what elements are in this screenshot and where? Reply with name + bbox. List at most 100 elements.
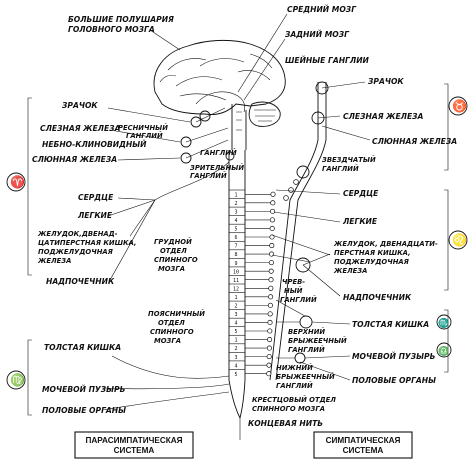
zodiac-taurus-icon: ♉ bbox=[452, 99, 467, 113]
segment-label: 3 bbox=[234, 355, 237, 361]
segment-label: 11 bbox=[233, 278, 239, 284]
segment-label: 3 bbox=[234, 210, 237, 216]
symp-salivary-label: СЛЮННАЯ ЖЕЛЕЗА bbox=[372, 137, 457, 146]
chain-ganglion bbox=[271, 201, 275, 205]
inf-mesenteric-label-2: БРЫЖЕЕЧНЫЙ bbox=[276, 372, 335, 381]
midbrain-label: СРЕДНИЙ МОЗГ bbox=[287, 5, 357, 14]
symp-colon-label: ТОЛСТАЯ КИШКА bbox=[352, 320, 429, 329]
segment-label: 1 bbox=[234, 338, 237, 344]
celiac-label-1: ЧРЕВ- bbox=[282, 278, 305, 286]
chain-ganglion bbox=[267, 354, 271, 358]
chain-ganglion bbox=[270, 243, 274, 247]
para-pupil-label: ЗРАЧОК bbox=[62, 101, 98, 110]
segment-label: 4 bbox=[234, 321, 237, 327]
segment-label: 12 bbox=[233, 286, 239, 292]
symp-lacrimal-label: СЛЕЗНАЯ ЖЕЛЕЗА bbox=[343, 112, 424, 121]
segment-label: 9 bbox=[234, 261, 237, 267]
segment-label: 2 bbox=[234, 346, 237, 352]
segment-label: 1 bbox=[234, 192, 237, 198]
symp-heart-label: СЕРДЦЕ bbox=[343, 189, 379, 198]
symp-bladder-label: МОЧЕВОЙ ПУЗЫРЬ bbox=[352, 352, 436, 361]
segment-label: 8 bbox=[234, 252, 237, 258]
cerebral-hemispheres-label-1: БОЛЬШИЕ ПОЛУШАРИЯ bbox=[68, 15, 174, 24]
chain-ganglion bbox=[267, 363, 271, 367]
chain-ganglion bbox=[270, 218, 274, 222]
chain-ganglion bbox=[269, 260, 273, 264]
cerebral-hemispheres-label-2: ГОЛОВНОГО МОЗГА bbox=[68, 25, 155, 34]
chain-ganglion bbox=[284, 196, 289, 201]
para-genitals-label: ПОЛОВЫЕ ОРГАНЫ bbox=[42, 406, 126, 415]
thoracic-label-3: СПИННОГО bbox=[154, 256, 198, 264]
para-adrenal-label: НАДПОЧЕЧНИК bbox=[46, 277, 115, 286]
segment-label: 1 bbox=[234, 295, 237, 301]
chain-ganglion bbox=[289, 188, 294, 193]
chain-ganglion bbox=[269, 252, 273, 256]
chain-ganglion bbox=[268, 303, 272, 307]
symp-stomach-label-1: ЖЕЛУДОК, ДВЕНАДЦАТИ- bbox=[333, 240, 438, 248]
segment-label: 6 bbox=[234, 235, 237, 241]
para-stomach-label-2: ЦАТИПЕРСТНАЯ КИШКА, bbox=[38, 239, 136, 247]
ganglion-label: ГАНГЛИЙ bbox=[200, 148, 237, 157]
thoracic-label-4: МОЗГА bbox=[158, 265, 185, 273]
sympathetic-legend-line-2: СИСТЕМА bbox=[343, 446, 384, 455]
chain-ganglion bbox=[270, 209, 274, 213]
parasympathetic-legend-line-1: ПАРАСИМПАТИЧЕСКАЯ bbox=[85, 436, 182, 445]
thoracic-label-2: ОТДЕЛ bbox=[160, 247, 187, 255]
chain-ganglion bbox=[294, 180, 299, 185]
segment-label: 5 bbox=[234, 329, 237, 335]
cervical-ganglia-label: ШЕЙНЫЕ ГАНГЛИИ bbox=[285, 56, 370, 65]
chain-ganglion bbox=[267, 372, 271, 376]
para-stomach-label-3: ПОДЖЕЛУДОЧНАЯ bbox=[38, 248, 114, 256]
stellate-label-2: ГАНГЛИЙ bbox=[322, 164, 359, 173]
otic-ganglion-label-2: ГАНГЛИЙ bbox=[190, 171, 227, 180]
para-lungs-label: ЛЕГКИЕ bbox=[77, 211, 113, 220]
symp-stomach-label-2: ПЕРСТНАЯ КИШКА, bbox=[334, 249, 411, 257]
symp-stomach-label-3: ПОДЖЕЛУДОЧНАЯ bbox=[334, 258, 410, 266]
ciliary-ganglion-label-2: ГАНГЛИЙ bbox=[126, 131, 163, 140]
hindbrain-label: ЗАДНИЙ МОЗГ bbox=[285, 30, 350, 39]
symp-lungs-label: ЛЕГКИЕ bbox=[342, 217, 378, 226]
para-stomach-label-1: ЖЕЛУДОК,ДВЕНАД- bbox=[37, 230, 118, 238]
chain-ganglion bbox=[268, 295, 272, 299]
segment-label: 2 bbox=[234, 201, 237, 207]
lumbar-label-2: ОТДЕЛ bbox=[158, 319, 185, 327]
inf-mesenteric-label-1: НИЖНИЙ bbox=[276, 363, 313, 372]
ciliary-ganglion-label-1: РЕСНИЧНЫЙ bbox=[118, 123, 168, 132]
brain-illustration bbox=[154, 40, 285, 150]
inf-mesenteric-label-3: ГАНГЛИЙ bbox=[276, 381, 313, 390]
segment-label: 4 bbox=[234, 363, 237, 369]
segment-label: 7 bbox=[234, 244, 237, 250]
sup-mesenteric-label-3: ГАНГЛИЙ bbox=[288, 345, 325, 354]
symp-adrenal-label: НАДПОЧЕЧНИК bbox=[343, 293, 412, 302]
zodiac-virgo-icon: ♍ bbox=[10, 373, 25, 387]
para-colon-label: ТОЛСТАЯ КИШКА bbox=[44, 343, 121, 352]
segment-label: 5 bbox=[234, 227, 237, 233]
zodiac-aries-icon: ♈ bbox=[10, 175, 25, 189]
symp-genitals-label: ПОЛОВЫЕ ОРГАНЫ bbox=[352, 376, 436, 385]
segment-label: 2 bbox=[234, 304, 237, 310]
chain-ganglion bbox=[267, 337, 271, 341]
chain-ganglion bbox=[270, 226, 274, 230]
sup-mesenteric-label-2: БРЫЖЕЕЧНЫЙ bbox=[288, 336, 347, 345]
zodiac-libra-icon: ♎ bbox=[438, 345, 449, 357]
otic-ganglion-label-1: ЗРИТЕЛЬНЫЙ bbox=[190, 163, 244, 172]
chain-ganglion bbox=[268, 320, 272, 324]
chain-ganglion bbox=[268, 312, 272, 316]
chain-ganglion bbox=[271, 192, 275, 196]
lumbar-label-4: МОЗГА bbox=[154, 337, 181, 345]
lumbar-label-1: ПОЯСНИЧНЫЙ bbox=[148, 309, 205, 318]
thoracic-label-1: ГРУДНОЙ bbox=[154, 237, 192, 246]
chain-ganglion bbox=[269, 286, 273, 290]
segment-label: 5 bbox=[234, 372, 237, 378]
sympathetic-legend-line-1: СИМПАТИЧЕСКАЯ bbox=[326, 436, 401, 445]
zodiac-scorpio-icon: ♏ bbox=[438, 317, 449, 329]
segment-label: 4 bbox=[234, 218, 237, 224]
sacral-label-2: СПИННОГО МОЗГА bbox=[252, 405, 325, 413]
pterygopalatine-label: НЕБНО-КЛИНОВИДНЫЙ bbox=[42, 140, 147, 149]
terminal-filum-label: КОНЦЕВАЯ НИТЬ bbox=[248, 419, 323, 428]
para-bladder-label: МОЧЕВОЙ ПУЗЫРЬ bbox=[42, 385, 126, 394]
zodiac-leo-icon: ♌ bbox=[452, 233, 467, 247]
